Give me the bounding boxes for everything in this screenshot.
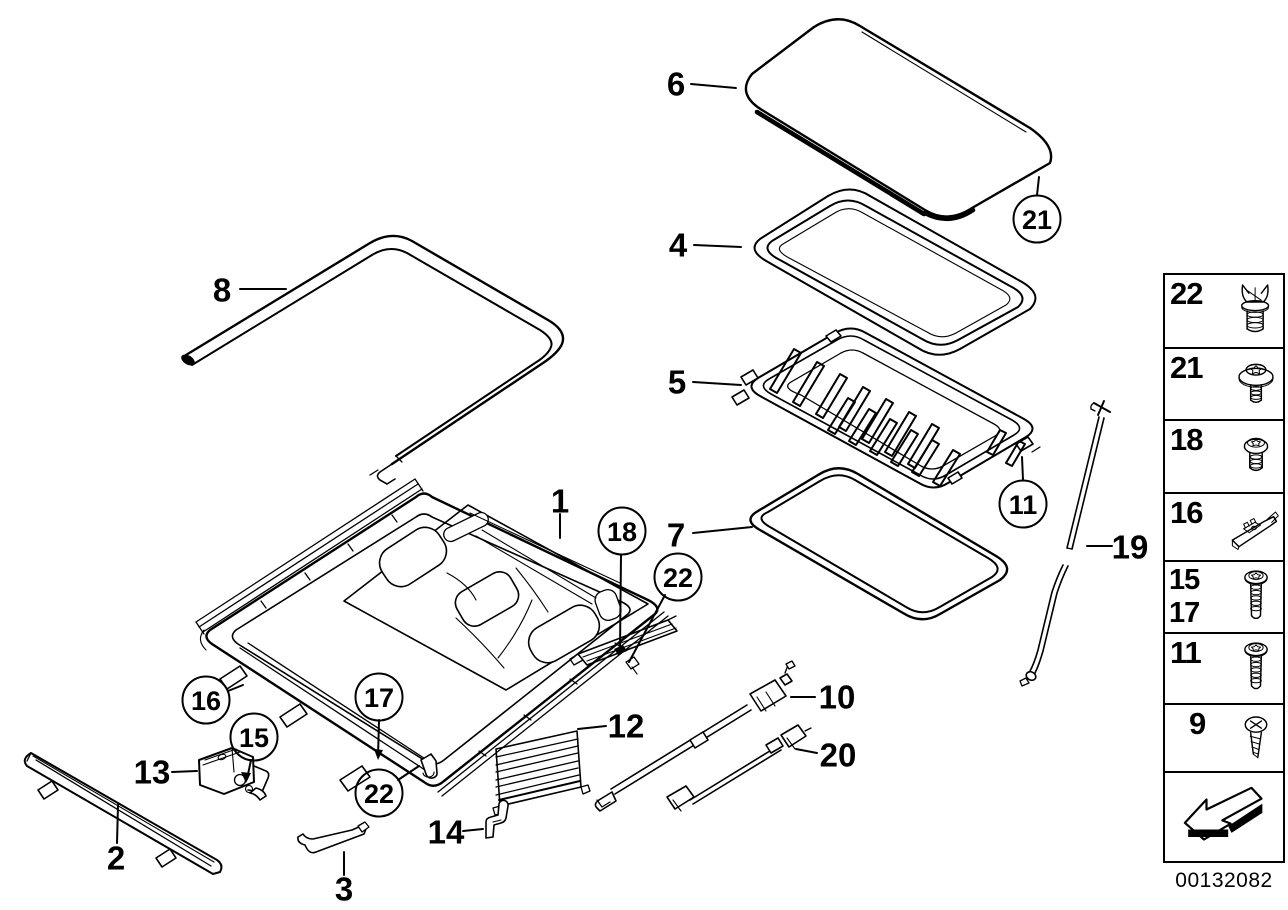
callout-5[interactable]: 5 — [668, 364, 686, 401]
leader-lines — [116, 83, 1113, 876]
doc-number: 00132082 — [1175, 869, 1273, 892]
callout-13[interactable]: 13 — [134, 754, 171, 791]
sunroof-frame-part1 — [195, 478, 678, 797]
callout-2[interactable]: 2 — [107, 840, 125, 877]
svg-text:18: 18 — [607, 517, 637, 547]
legend-number: 18 — [1170, 422, 1203, 457]
callout-7[interactable]: 7 — [667, 517, 685, 554]
clamp-bracket-icon — [1231, 511, 1279, 551]
svg-text:16: 16 — [191, 686, 221, 716]
svg-text:22: 22 — [663, 563, 693, 593]
callout-circle-18[interactable]: 18 — [597, 506, 647, 556]
glass-panel-part6 — [744, 18, 1053, 222]
rail-strip-part2 — [23, 752, 223, 875]
legend-row-9[interactable]: 9 — [1165, 705, 1283, 773]
clip-strip-part3 — [297, 821, 370, 854]
drive-motor-part13 — [198, 747, 270, 801]
legend-row-11[interactable]: 11 — [1165, 634, 1283, 705]
callout-6[interactable]: 6 — [667, 66, 685, 103]
svg-text:22: 22 — [364, 779, 394, 809]
drive-cable-part10 — [594, 660, 796, 812]
vent-grille-part12 — [492, 730, 591, 816]
seal-ring-part7 — [749, 467, 1009, 621]
legend-row-18[interactable]: 18 — [1165, 421, 1283, 494]
cable-part20 — [666, 724, 812, 812]
svg-text:11: 11 — [1009, 490, 1038, 520]
callout-10[interactable]: 10 — [819, 679, 856, 716]
gasket-seal-part4 — [753, 188, 1037, 356]
callout-19[interactable]: 19 — [1112, 529, 1149, 566]
svg-text:17: 17 — [364, 683, 394, 713]
legend-arrow-box[interactable] — [1165, 773, 1283, 861]
sunshade-panel-part5 — [731, 327, 1041, 489]
legend-number-stack: 15 17 — [1169, 564, 1200, 629]
callout-14[interactable]: 14 — [428, 814, 465, 851]
callout-circle-15[interactable]: 15 — [229, 712, 279, 762]
svg-text:21: 21 — [1022, 205, 1052, 235]
callout-4[interactable]: 4 — [669, 227, 688, 264]
legend-number: 11 — [1170, 635, 1202, 670]
callout-circle-21[interactable]: 21 — [1012, 194, 1062, 244]
screw-with-washer-icon — [1238, 363, 1274, 404]
callout-20[interactable]: 20 — [820, 737, 857, 774]
legend-row-16[interactable]: 16 — [1165, 494, 1283, 562]
svg-text:15: 15 — [239, 723, 269, 753]
callout-8[interactable]: 8 — [213, 272, 231, 309]
fasteners-legend: 22 21 — [1163, 273, 1285, 863]
legend-row-21[interactable]: 21 — [1165, 349, 1283, 421]
legend-number: 16 — [1170, 495, 1203, 530]
callout-circle-16[interactable]: 16 — [181, 675, 231, 725]
callout-circle-22-bottom[interactable]: 22 — [354, 768, 404, 818]
legend-row-22[interactable]: 22 — [1165, 275, 1283, 349]
legend-number: 21 — [1170, 350, 1203, 385]
callout-3[interactable]: 3 — [335, 871, 353, 908]
vent-slots — [769, 348, 1026, 487]
pan-head-screw-icon — [1243, 437, 1269, 471]
callout-1[interactable]: 1 — [551, 483, 569, 520]
fillister-head-screw-icon — [1244, 641, 1268, 689]
legend-row-15-17[interactable]: 15 17 — [1165, 562, 1283, 634]
fillister-head-screw-icon — [1244, 570, 1268, 620]
callout-circle-22-right[interactable]: 22 — [653, 552, 703, 602]
legend-number: 9 — [1189, 706, 1206, 741]
callout-12[interactable]: 12 — [608, 708, 645, 745]
expanding-rivet-icon — [1241, 284, 1270, 333]
self-tapping-screw-icon — [1244, 716, 1268, 759]
crank-pin-part14 — [485, 799, 509, 839]
callout-circle-17[interactable]: 17 — [354, 672, 404, 722]
drain-cable-part19 — [1019, 400, 1111, 687]
callout-circle-11[interactable]: 11 — [998, 479, 1048, 529]
direction-arrow-icon — [1183, 786, 1263, 841]
legend-number: 22 — [1170, 276, 1203, 311]
edge-seal-strip-part8 — [181, 234, 565, 485]
